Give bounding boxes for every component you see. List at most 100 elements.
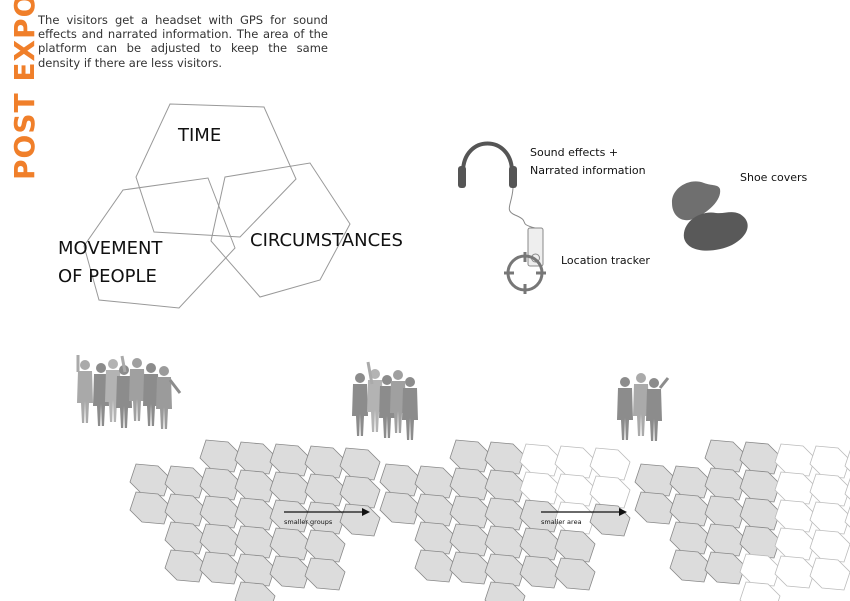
platform-hex-cell	[589, 475, 631, 509]
crowd-medium	[352, 361, 418, 440]
intro-text: The visitors get a headset with GPS for …	[38, 13, 328, 70]
platform-hex-cell	[339, 447, 381, 481]
platform-hex-cell	[739, 469, 781, 503]
platform-hex-cell	[234, 553, 276, 587]
platform-hex-cell	[164, 521, 206, 555]
platform-hex-cell	[269, 527, 311, 561]
platform-hex-cell	[164, 493, 206, 527]
platform-hex-cell	[269, 471, 311, 505]
platform-hex-cell	[414, 521, 456, 555]
venn-diagram: TIME MOVEMENT OF PEOPLE CIRCUMSTANCES	[58, 103, 403, 309]
platform-hex-cell	[669, 465, 711, 499]
platform-hex-cell	[739, 441, 781, 475]
platform-hex-cell	[339, 503, 381, 537]
headphone-cable	[508, 187, 536, 229]
arrow-label-smaller-groups: smaller groups	[284, 518, 333, 526]
platform-hex-cell	[519, 471, 561, 505]
platform-hex-cell	[129, 491, 171, 525]
platform-hex-cell	[199, 495, 241, 529]
platform-hex-cell	[774, 443, 816, 477]
sound-effects-label-line1: Sound effects +	[530, 146, 618, 159]
platform-hex-cell	[414, 465, 456, 499]
location-tracker-label: Location tracker	[561, 254, 650, 267]
location-crosshair-icon	[504, 252, 546, 294]
platform-hex-cell	[669, 549, 711, 583]
platform-hex-cell	[484, 525, 526, 559]
platform-hex-cell	[809, 445, 850, 479]
platform-hex-cell	[199, 551, 241, 585]
platform-hex-cell	[519, 527, 561, 561]
platform-full	[129, 439, 381, 601]
platform-hex-cell	[589, 503, 631, 537]
crowd-large	[76, 355, 182, 429]
platform-hex-cell	[704, 439, 746, 473]
platform-small	[634, 439, 850, 601]
platform-hex-cell	[704, 523, 746, 557]
platform-hex-cell	[484, 469, 526, 503]
platform-hex-cell	[809, 473, 850, 507]
time-hexagon	[135, 103, 297, 238]
platform-hex-cell	[739, 497, 781, 531]
arrow-smaller-area: smaller area	[541, 508, 627, 526]
platform-medium	[379, 439, 631, 601]
platform-hex-cell	[234, 469, 276, 503]
platform-hex-cell	[199, 523, 241, 557]
platform-hex-cell	[339, 475, 381, 509]
arrow-label-smaller-area: smaller area	[541, 518, 582, 526]
venn-label-movement-line1: MOVEMENT	[58, 238, 163, 259]
platform-hex-cell	[234, 497, 276, 531]
platform-hex-cell	[519, 499, 561, 533]
platform-hex-cell	[379, 491, 421, 525]
headphone-left-cup	[458, 166, 466, 188]
platform-hex-cell	[164, 465, 206, 499]
platform-hex-cell	[554, 529, 596, 563]
headset-illustration: Sound effects + Narrated information Loc…	[458, 141, 650, 294]
movement-hexagon	[83, 177, 236, 309]
platform-hex-cell	[774, 471, 816, 505]
platform-hex-cell	[234, 525, 276, 559]
platform-hex-cell	[449, 551, 491, 585]
platform-hex-cell	[809, 501, 850, 535]
platform-hex-cell	[774, 527, 816, 561]
headphone-right-cup	[509, 166, 517, 188]
venn-label-movement-line2: OF PEOPLE	[58, 266, 157, 287]
platform-hex-cell	[519, 555, 561, 589]
platform-hex-cell	[669, 493, 711, 527]
platform-hex-cell	[449, 523, 491, 557]
shoe-covers-icon: Shoe covers	[671, 171, 808, 251]
platform-hex-cell	[164, 549, 206, 583]
platform-hex-cell	[129, 463, 171, 497]
venn-label-time: TIME	[177, 125, 221, 146]
platform-hex-cell	[634, 463, 676, 497]
platform-hex-cell	[669, 521, 711, 555]
platform-hex-cell	[704, 467, 746, 501]
platform-hex-cell	[449, 495, 491, 529]
platform-hex-cell	[199, 439, 241, 473]
platform-hex-cell	[519, 443, 561, 477]
platform-hex-cell	[234, 441, 276, 475]
platform-hex-cell	[199, 467, 241, 501]
platform-hex-cell	[304, 557, 346, 591]
platform-hex-cell	[844, 475, 850, 509]
platform-hex-cell	[484, 553, 526, 587]
platform-hex-cell	[484, 441, 526, 475]
sound-effects-label-line2: Narrated information	[530, 164, 646, 177]
platform-hex-cell	[739, 553, 781, 587]
platform-hex-cell	[449, 439, 491, 473]
platform-hex-cell	[379, 463, 421, 497]
platform-hex-cell	[774, 555, 816, 589]
platform-hex-cell	[704, 551, 746, 585]
crowd-small	[617, 373, 670, 441]
platform-hex-cell	[704, 495, 746, 529]
platform-hex-cell	[484, 497, 526, 531]
arrow-smaller-groups: smaller groups	[284, 508, 370, 526]
circumstances-hexagon	[210, 162, 351, 298]
platform-hex-cell	[739, 525, 781, 559]
platform-hex-cell	[554, 557, 596, 591]
platform-hex-cell	[844, 447, 850, 481]
headphones-icon	[461, 141, 514, 173]
platform-hex-cell	[269, 443, 311, 477]
shoe-covers-label: Shoe covers	[740, 171, 808, 184]
platform-hex-cell	[809, 529, 850, 563]
